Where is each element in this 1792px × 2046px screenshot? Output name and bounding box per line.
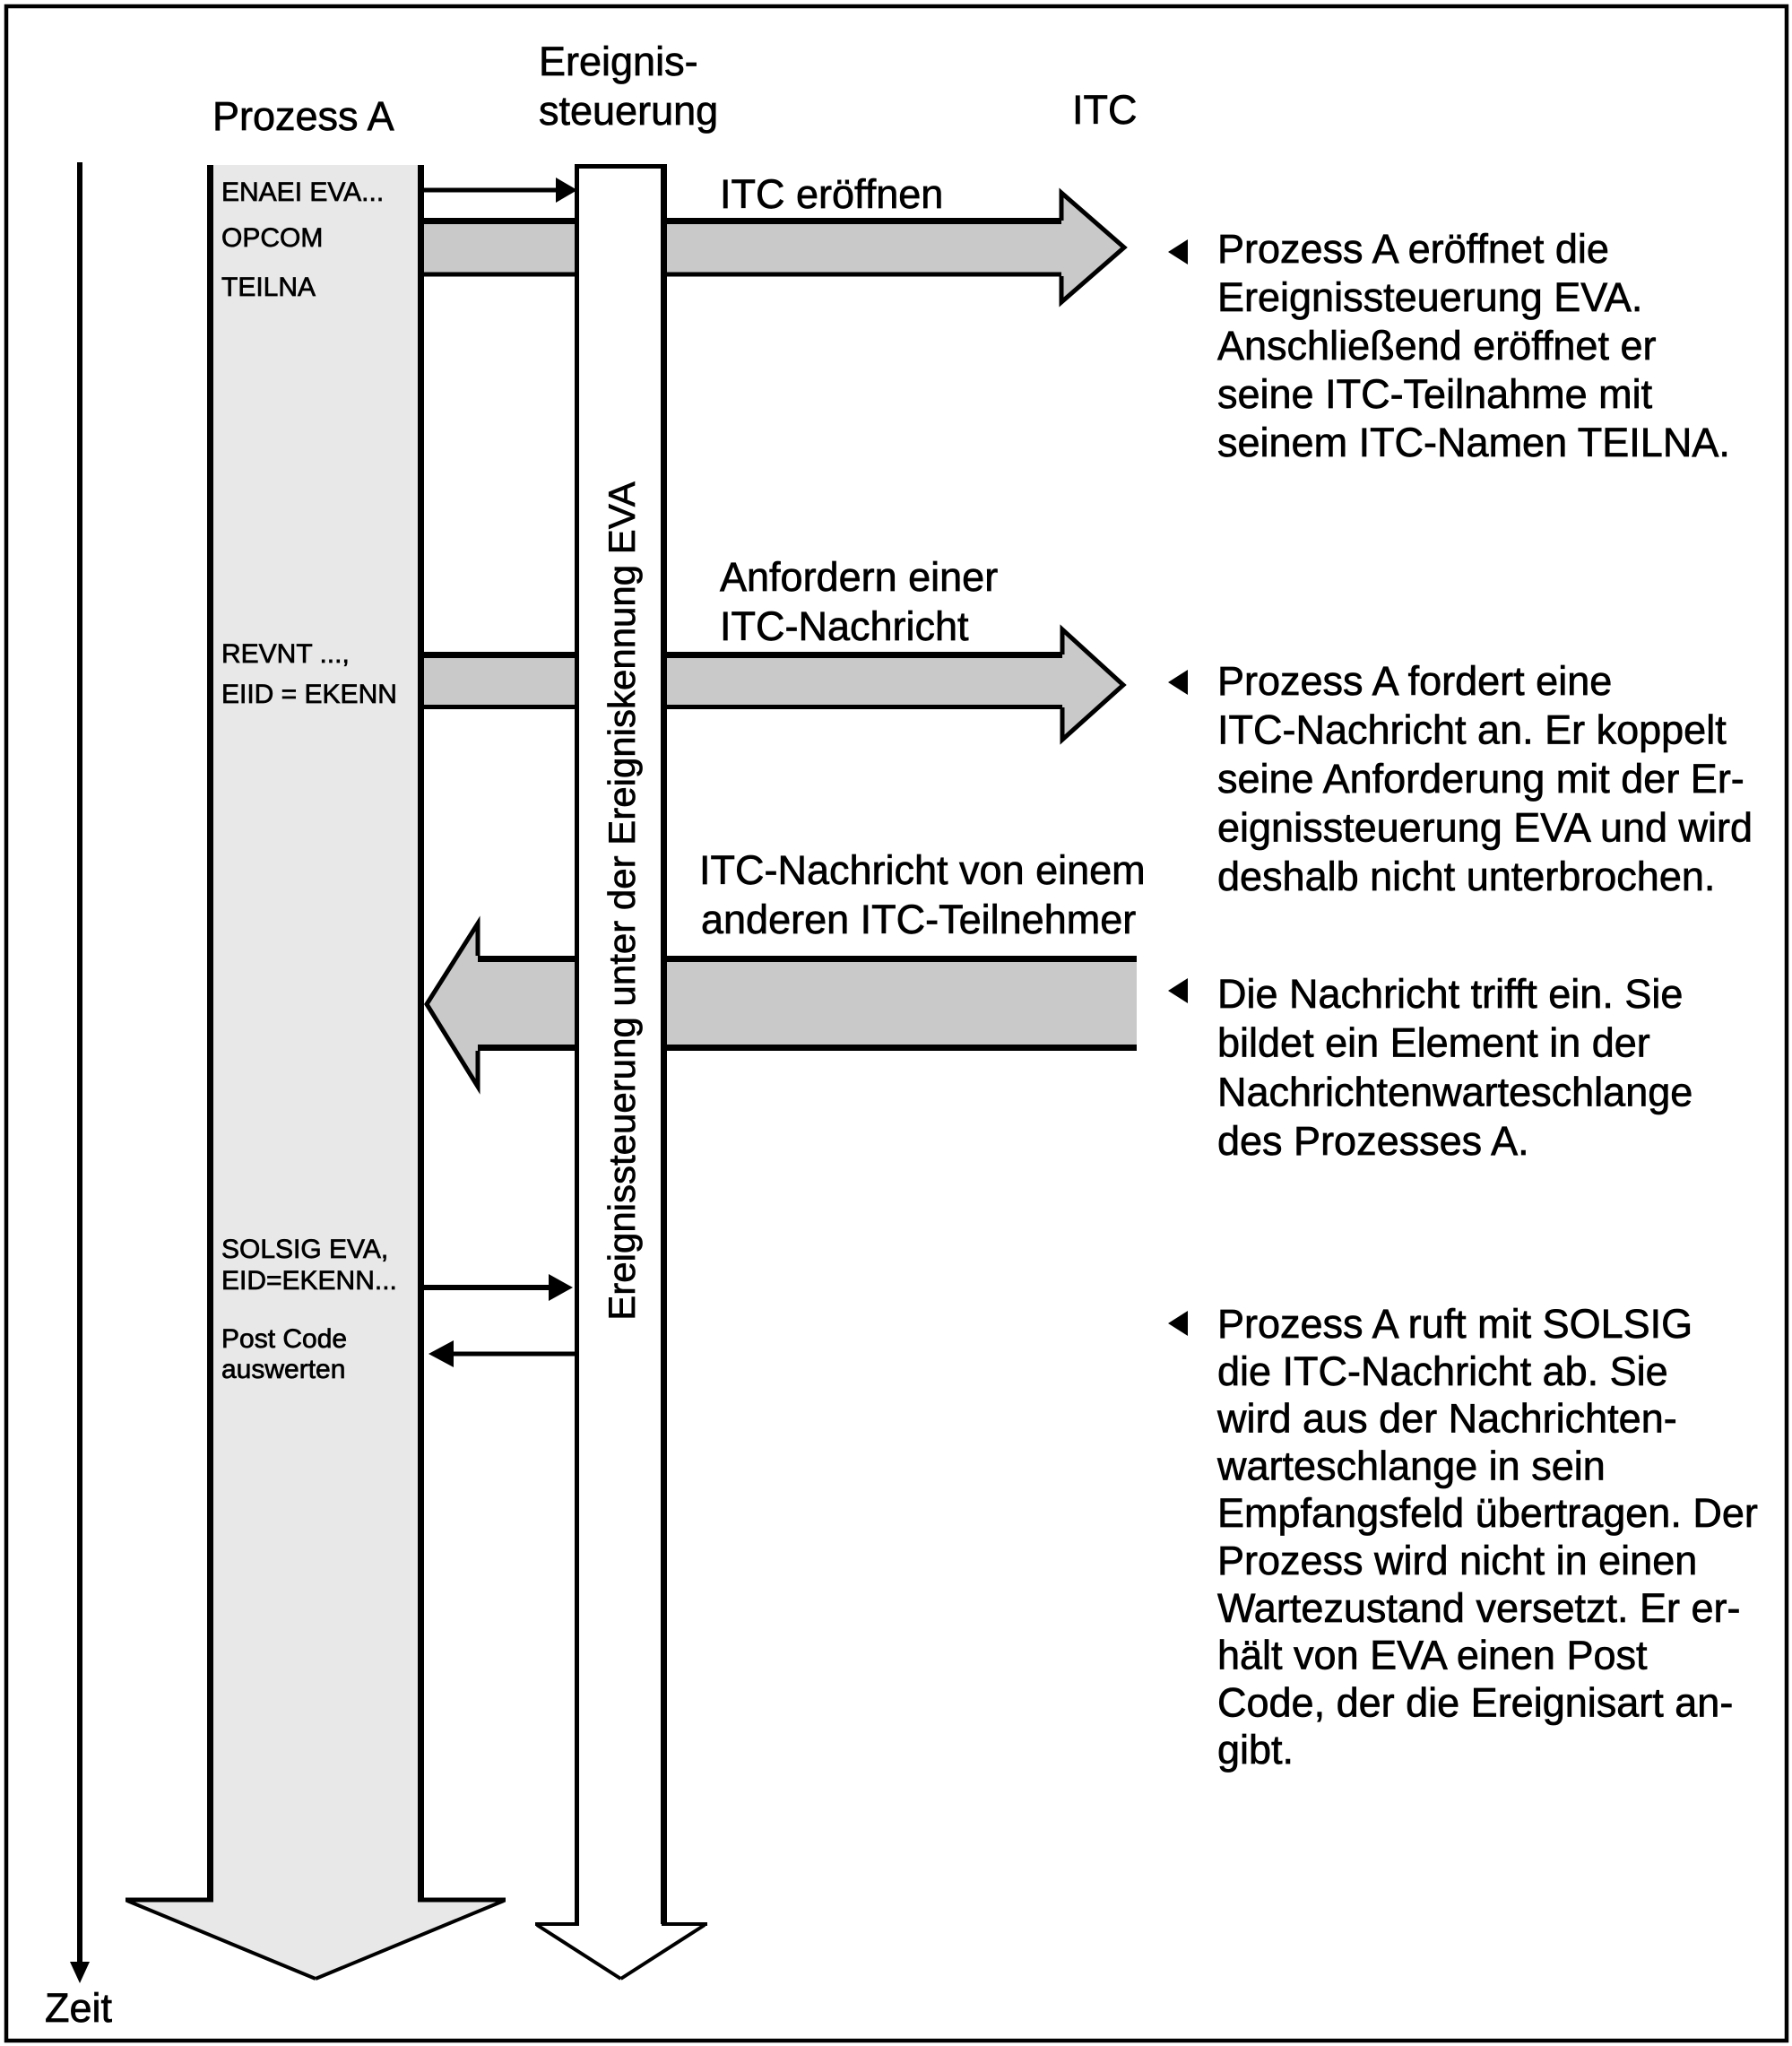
svg-text:Die Nachricht trifft ein. Sie: Die Nachricht trifft ein. Sie xyxy=(1217,971,1683,1017)
svg-text:ITC eröffnen: ITC eröffnen xyxy=(720,171,943,217)
svg-text:auswerten: auswerten xyxy=(221,1355,345,1384)
svg-text:Anfordern einer: Anfordern einer xyxy=(720,554,998,600)
svg-text:seine Anforderung mit der Er-: seine Anforderung mit der Er- xyxy=(1217,756,1744,802)
svg-text:Prozess wird nicht in einen: Prozess wird nicht in einen xyxy=(1217,1538,1697,1583)
svg-text:REVNT ...,: REVNT ..., xyxy=(221,639,350,669)
svg-text:Ereignissteuerung EVA.: Ereignissteuerung EVA. xyxy=(1217,274,1642,320)
svg-text:Ereignissteuerung unter der Er: Ereignissteuerung unter der Ereigniskenn… xyxy=(601,481,643,1320)
svg-text:Prozess A: Prozess A xyxy=(212,93,394,139)
svg-text:warteschlange in sein: warteschlange in sein xyxy=(1216,1443,1606,1488)
svg-text:des Prozesses A.: des Prozesses A. xyxy=(1217,1118,1529,1164)
svg-text:EIID = EKENN: EIID = EKENN xyxy=(221,680,397,709)
svg-text:anderen ITC-Teilnehmer: anderen ITC-Teilnehmer xyxy=(701,897,1136,942)
svg-text:die ITC-Nachricht ab. Sie: die ITC-Nachricht ab. Sie xyxy=(1217,1348,1668,1394)
svg-text:Prozess A ruft mit SOLSIG: Prozess A ruft mit SOLSIG xyxy=(1217,1301,1692,1347)
svg-text:TEILNA: TEILNA xyxy=(221,273,316,302)
svg-text:deshalb nicht unterbrochen.: deshalb nicht unterbrochen. xyxy=(1217,854,1715,899)
svg-text:Post Code: Post Code xyxy=(221,1324,347,1354)
svg-text:SOLSIG EVA,: SOLSIG EVA, xyxy=(221,1235,388,1264)
svg-text:ITC-Nachricht an. Er koppelt: ITC-Nachricht an. Er koppelt xyxy=(1217,707,1727,753)
svg-text:Ereignis-: Ereignis- xyxy=(539,39,698,84)
svg-text:Prozess A eröffnet die: Prozess A eröffnet die xyxy=(1217,226,1609,272)
svg-text:Empfangsfeld übertragen. Der: Empfangsfeld übertragen. Der xyxy=(1217,1490,1758,1536)
svg-text:gibt.: gibt. xyxy=(1217,1727,1294,1773)
svg-text:hält von EVA einen Post: hält von EVA einen Post xyxy=(1217,1633,1648,1678)
svg-text:eignissteuerung EVA und wird: eignissteuerung EVA und wird xyxy=(1217,805,1753,851)
svg-text:seine ITC-Teilnahme mit: seine ITC-Teilnahme mit xyxy=(1217,371,1653,417)
svg-text:steuerung: steuerung xyxy=(539,88,718,134)
svg-text:ITC-Nachricht: ITC-Nachricht xyxy=(720,603,969,649)
svg-text:Code, der die Ereignisart an-: Code, der die Ereignisart an- xyxy=(1217,1679,1733,1725)
svg-text:ITC-Nachricht von einem: ITC-Nachricht von einem xyxy=(699,847,1146,893)
svg-text:ITC: ITC xyxy=(1072,87,1138,133)
svg-text:seinem ITC-Namen TEILNA.: seinem ITC-Namen TEILNA. xyxy=(1217,420,1730,465)
svg-text:Prozess A fordert eine: Prozess A fordert eine xyxy=(1217,658,1612,704)
svg-text:ENAEI EVA...: ENAEI EVA... xyxy=(221,178,384,207)
svg-text:Zeit: Zeit xyxy=(45,1985,113,2031)
svg-text:Anschließend eröffnet er: Anschließend eröffnet er xyxy=(1217,323,1656,368)
svg-text:Nachrichtenwarteschlange: Nachrichtenwarteschlange xyxy=(1217,1069,1692,1114)
svg-text:bildet ein Element in der: bildet ein Element in der xyxy=(1217,1020,1650,1066)
svg-text:OPCOM: OPCOM xyxy=(221,223,323,253)
svg-text:EID=EKENN...: EID=EKENN... xyxy=(221,1266,397,1296)
svg-text:Wartezustand versetzt. Er er-: Wartezustand versetzt. Er er- xyxy=(1217,1585,1741,1631)
svg-text:wird aus der Nachrichten-: wird aus der Nachrichten- xyxy=(1216,1396,1677,1442)
